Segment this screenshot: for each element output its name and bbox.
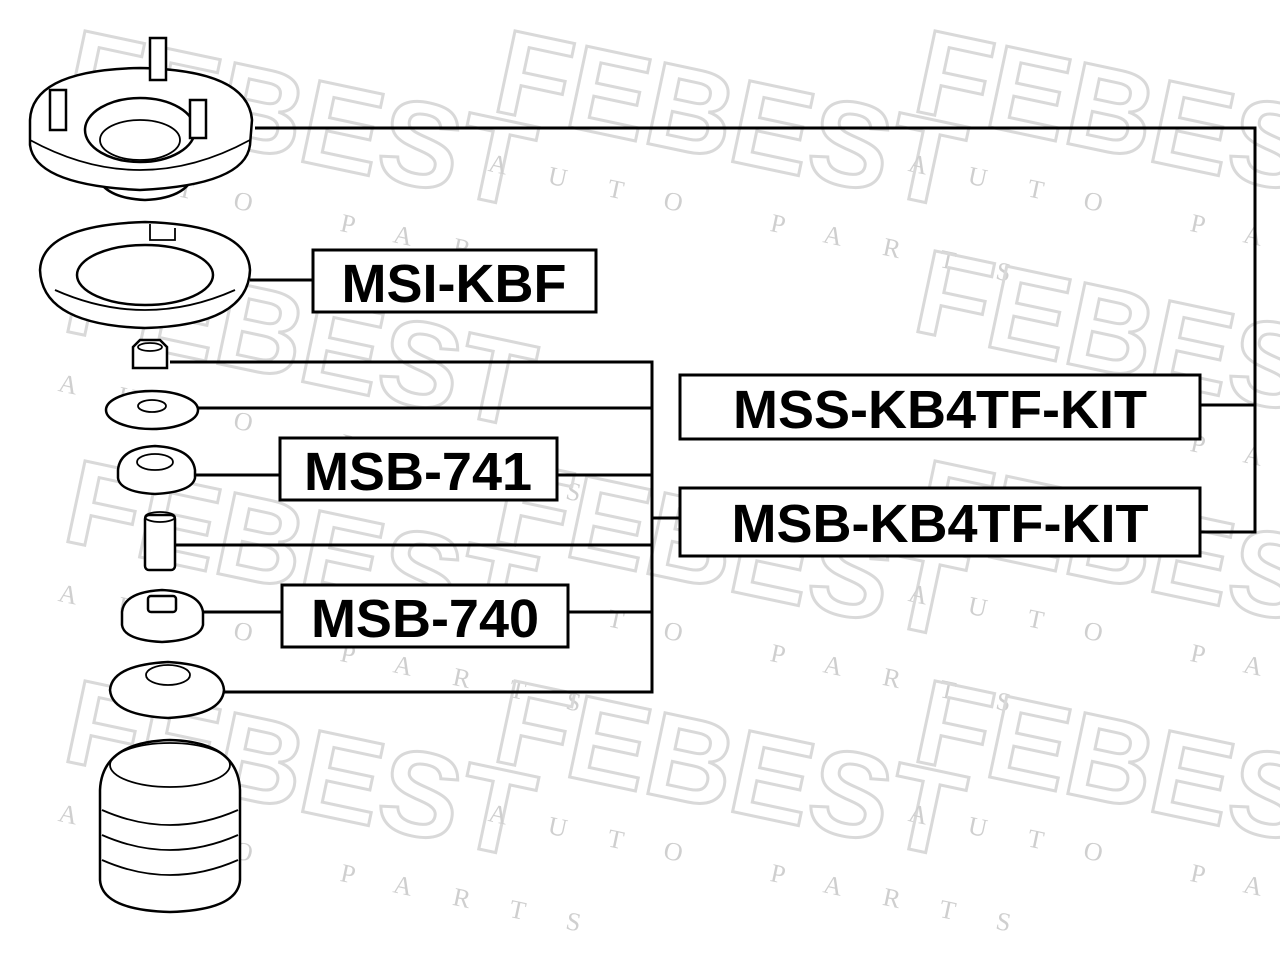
msb-kit-collector [170,360,654,694]
label-msb-kit[interactable]: MSB-KB4TF-KIT [678,486,1202,558]
spring-insulator-icon [38,220,252,330]
bushing-icon [120,588,205,644]
label-msb741-text: MSB-741 [304,442,532,502]
dust-boot-icon [98,738,242,914]
washer-icon [108,660,226,720]
label-msb741[interactable]: MSB-741 [278,436,559,502]
sleeve-icon [143,511,177,572]
label-msb-kit-text: MSB-KB4TF-KIT [732,494,1149,554]
leader-lines [170,126,1257,694]
nut-icon [131,338,169,370]
label-msi-text: MSI-KBF [342,254,567,314]
bushing-icon [116,444,197,496]
strut-mount-icon [28,36,254,202]
label-msi[interactable]: MSI-KBF [311,248,598,314]
label-msb740[interactable]: MSB-740 [280,583,570,649]
label-mss-kit[interactable]: MSS-KB4TF-KIT [678,373,1202,441]
label-msb740-text: MSB-740 [311,589,539,649]
mss-kit-bracket [255,126,1257,534]
washer-icon [104,389,200,431]
label-mss-kit-text: MSS-KB4TF-KIT [733,380,1147,440]
